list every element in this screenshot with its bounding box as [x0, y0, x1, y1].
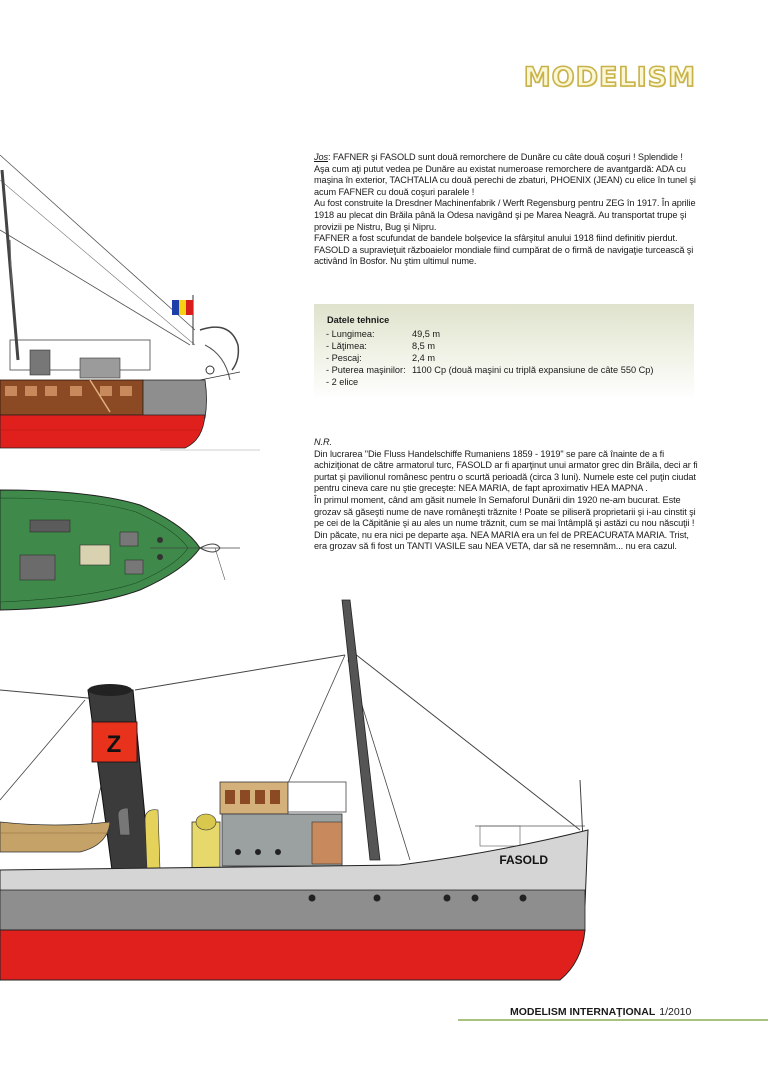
editor-note: N.R. Din lucrarea "Die Fluss Handelschif…: [314, 437, 700, 553]
funnel-letter: Z: [107, 731, 122, 758]
note-paragraph-1: Din lucrarea "Die Fluss Handelschiffe Ru…: [314, 448, 698, 494]
spec-row: - 2 elice: [326, 377, 358, 389]
spec-label: - 2 elice: [326, 377, 359, 387]
spec-label: - Pescaj:: [326, 353, 362, 363]
specs-title: Datele tehnice: [327, 315, 390, 325]
intro-text: Jos: FAFNER şi FASOLD sunt două remorche…: [314, 152, 700, 268]
spec-row: - Lungimea: 49,5 m: [326, 329, 440, 341]
ship-plan-view: [0, 489, 240, 611]
footer-divider: [458, 1019, 768, 1021]
spec-value: 1100 Cp (două maşini cu triplă expansiun…: [412, 365, 654, 375]
fasold-side-view: Z FASOLD: [0, 599, 589, 981]
spec-label: - Lăţimea:: [326, 341, 367, 351]
spec-row: - Lăţimea: 8,5 m: [326, 341, 435, 353]
ship-name-label: FASOLD: [499, 853, 548, 867]
footer-issue: 1/2010: [659, 1006, 692, 1018]
note-paragraph-2: În primul moment, când am găsit numele î…: [314, 494, 696, 552]
magazine-brand-logo: MODELISM: [523, 61, 696, 94]
intro-line-4: FASOLD a supravieţuit războaielor mondia…: [314, 244, 694, 267]
intro-line-1: : FAFNER şi FASOLD sunt două remorchere …: [314, 152, 696, 197]
technical-specs-box: Datele tehnice - Lungimea: 49,5 m - Lăţim…: [314, 304, 694, 400]
spec-label: - Lungimea:: [326, 329, 375, 339]
upper-ship-side-view: [0, 154, 260, 451]
spec-value: 2,4 m: [412, 353, 435, 363]
spec-label: - Puterea maşinilor:: [326, 365, 406, 375]
intro-line-3: FAFNER a fost scufundat de bandele bolşe…: [314, 233, 678, 244]
footer-magazine-name: MODELISM INTERNAŢIONAL: [510, 1006, 656, 1018]
spec-value: 49,5 m: [412, 329, 441, 339]
intro-line-2: Au fost construite la Dresdner Machinenf…: [314, 198, 696, 232]
spec-row: - Puterea maşinilor: 1100 Cp (două maşini…: [326, 365, 653, 377]
intro-lead: Jos: [314, 152, 328, 162]
note-heading: N.R.: [314, 437, 332, 447]
spec-row: - Pescaj: 2,4 m: [326, 353, 435, 365]
spec-value: 8,5 m: [412, 341, 435, 351]
